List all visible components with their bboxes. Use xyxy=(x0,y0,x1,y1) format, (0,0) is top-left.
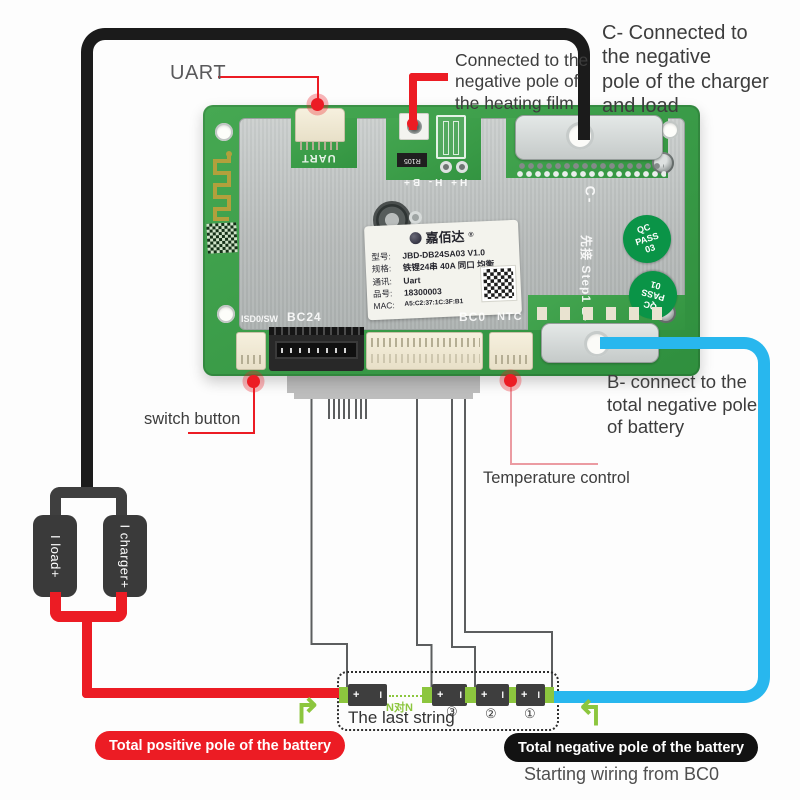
c-minus-annotation: C- Connected to the negative pole of the… xyxy=(602,22,769,118)
temperature-pointer-line xyxy=(510,463,598,465)
battery-cell: +I xyxy=(516,684,545,706)
battery-cell: +I xyxy=(476,684,509,706)
ntc-silkscreen: NTC xyxy=(497,311,523,323)
switch-marker-dot xyxy=(247,375,260,388)
battery-cell: +I xyxy=(432,684,467,706)
cell-connector xyxy=(545,687,554,703)
uart-marker-dot xyxy=(311,98,324,111)
smd-row xyxy=(537,307,673,320)
switch-annotation: switch button xyxy=(144,410,241,428)
temperature-marker-dot xyxy=(504,374,517,387)
pad-row xyxy=(518,162,664,170)
pad-row xyxy=(516,170,666,178)
black-wire-to-c-minus xyxy=(444,28,590,140)
mount-hole xyxy=(215,123,233,141)
cyan-wire-bottom xyxy=(553,450,770,703)
uart-pointer-line xyxy=(317,76,319,100)
heating-annotation: Connected to the negative pole of the he… xyxy=(455,50,589,113)
isd-silkscreen: ISD0/SW xyxy=(241,314,279,324)
resistor: R105 xyxy=(397,153,427,167)
battery-cell: +I xyxy=(348,684,387,706)
negative-bracket xyxy=(50,487,127,517)
cell-connector xyxy=(465,687,476,703)
cell-number-1: ① xyxy=(524,706,536,721)
temperature-annotation: Temperature control xyxy=(483,469,630,487)
c-minus-silkscreen: C- xyxy=(582,185,599,205)
load-connector: I load+ xyxy=(33,515,77,597)
switch-pointer-line xyxy=(253,388,255,434)
red-wire-heating xyxy=(409,73,448,130)
antenna-trace xyxy=(213,151,232,221)
uart-annotation: UART xyxy=(170,62,227,84)
small-hole xyxy=(409,211,422,224)
mount-hole xyxy=(661,121,679,139)
cell-connector xyxy=(422,687,432,703)
uart-connector xyxy=(295,108,345,142)
bc0-connector xyxy=(366,332,483,370)
solder-pad xyxy=(440,161,452,173)
b-minus-annotation: B- connect to the total negative pole of… xyxy=(607,371,758,438)
switch-connector xyxy=(236,332,266,370)
temperature-pointer-line xyxy=(510,387,512,465)
bc24-silkscreen: BC24 xyxy=(287,310,322,324)
cell-connector xyxy=(339,687,349,703)
solder-pad xyxy=(456,161,468,173)
cell-number-2: ② xyxy=(485,706,497,721)
start-wiring-note: Starting wiring from BC0 xyxy=(524,764,720,784)
positive-pole-badge: Total positive pole of the battery xyxy=(95,731,346,760)
uart-pointer-line xyxy=(218,76,318,78)
cell-connector xyxy=(509,687,516,703)
red-wire-positive xyxy=(82,612,344,698)
n-to-n-dotted-link xyxy=(389,695,422,697)
uart-connector-pins xyxy=(300,142,340,150)
last-string-label: The last string xyxy=(348,708,455,727)
bc24-connector xyxy=(269,327,364,371)
bc0-silkscreen: BC0 xyxy=(459,310,487,324)
negative-pole-badge: Total negative pole of the battery xyxy=(504,733,759,762)
mount-hole xyxy=(217,305,235,323)
turn-arrow-right-icon: ↰ xyxy=(576,695,605,733)
turn-arrow-left-icon: ↱ xyxy=(293,693,322,731)
n-to-n-label: N对N xyxy=(386,702,413,714)
charger-connector: I charger+ xyxy=(103,515,147,597)
load-label: I load+ xyxy=(47,534,63,578)
switch-pointer-line xyxy=(188,432,255,434)
heating-marker-dot xyxy=(407,118,418,129)
harness-plug xyxy=(287,375,480,393)
ntc-connector xyxy=(489,332,533,370)
charger-label: I charger+ xyxy=(117,524,133,588)
harness-plug-lip xyxy=(294,393,473,399)
cell-number-3: ③ xyxy=(446,704,458,719)
